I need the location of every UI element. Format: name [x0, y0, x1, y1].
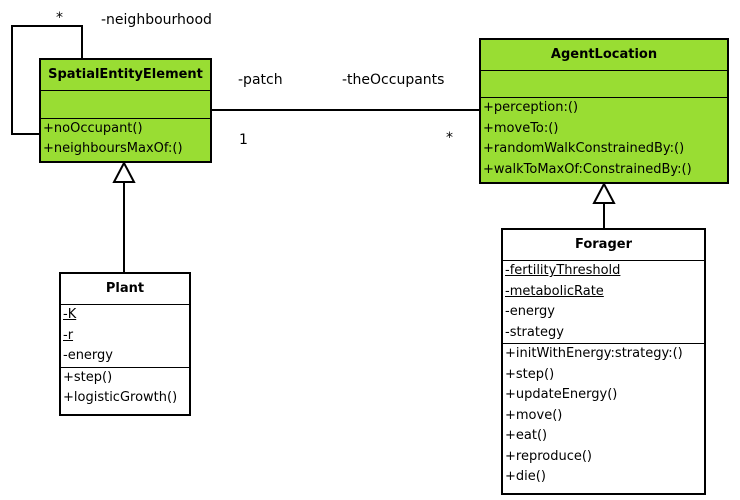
occupants-multiplicity-label: *	[446, 130, 453, 146]
method: +eat()	[505, 428, 548, 443]
patch-multiplicity-label: 1	[239, 132, 248, 148]
attributes-section: -fertilityThreshold -metabolicRate -ener…	[503, 261, 704, 344]
attribute: -strategy	[505, 324, 564, 340]
attribute: -fertilityThreshold	[505, 263, 621, 278]
attributes-section: -K -r -energy	[61, 305, 189, 368]
method: +walkToMaxOf:ConstrainedBy:()	[483, 161, 692, 177]
methods-section: +step() +logisticGrowth()	[61, 368, 189, 409]
attribute: -r	[63, 327, 74, 343]
plant-generalization-arrow	[112, 160, 136, 183]
patch-role-label: -patch	[238, 72, 283, 88]
class-name: AgentLocation	[481, 40, 727, 71]
methods-section: +noOccupant() +neighboursMaxOf:()	[41, 119, 210, 159]
method: +logisticGrowth()	[63, 390, 178, 405]
method: +perception:()	[483, 100, 579, 115]
attribute: -K	[63, 307, 77, 322]
method: +step()	[63, 369, 113, 385]
forager-class[interactable]: Forager -fertilityThreshold -metabolicRa…	[501, 228, 706, 495]
plant-class[interactable]: Plant -K -r -energy +step() +logisticGro…	[59, 272, 191, 416]
method: +move()	[505, 407, 563, 423]
attributes-section	[41, 91, 210, 119]
method: +moveTo:()	[483, 120, 559, 136]
class-name: Plant	[61, 274, 189, 305]
self-multiplicity-label: *	[56, 10, 63, 26]
method: +randomWalkConstrainedBy:()	[483, 141, 685, 156]
class-name: SpatialEntityElement	[41, 60, 210, 91]
attribute: -energy	[63, 348, 113, 363]
method: +initWithEnergy:strategy:()	[505, 346, 683, 361]
class-name: Forager	[503, 230, 704, 261]
attribute: -metabolicRate	[505, 283, 604, 299]
forager-generalization-arrow	[592, 181, 616, 204]
agent-location-class[interactable]: AgentLocation +perception:() +moveTo:() …	[479, 38, 729, 184]
attributes-section	[481, 71, 727, 98]
neighbourhood-role-label: -neighbourhood	[101, 12, 212, 28]
methods-section: +perception:() +moveTo:() +randomWalkCon…	[481, 98, 727, 180]
methods-section: +initWithEnergy:strategy:() +step() +upd…	[503, 344, 704, 488]
method: +updateEnergy()	[505, 387, 618, 402]
method: +step()	[505, 366, 555, 382]
occupants-role-label: -theOccupants	[342, 72, 445, 88]
method: +neighboursMaxOf:()	[43, 141, 183, 156]
self-association-line	[11, 25, 83, 135]
spatial-entity-element-class[interactable]: SpatialEntityElement +noOccupant() +neig…	[39, 58, 212, 163]
attribute: -energy	[505, 304, 555, 319]
method: +die()	[505, 469, 546, 484]
method: +reproduce()	[505, 448, 592, 464]
method: +noOccupant()	[43, 121, 143, 136]
